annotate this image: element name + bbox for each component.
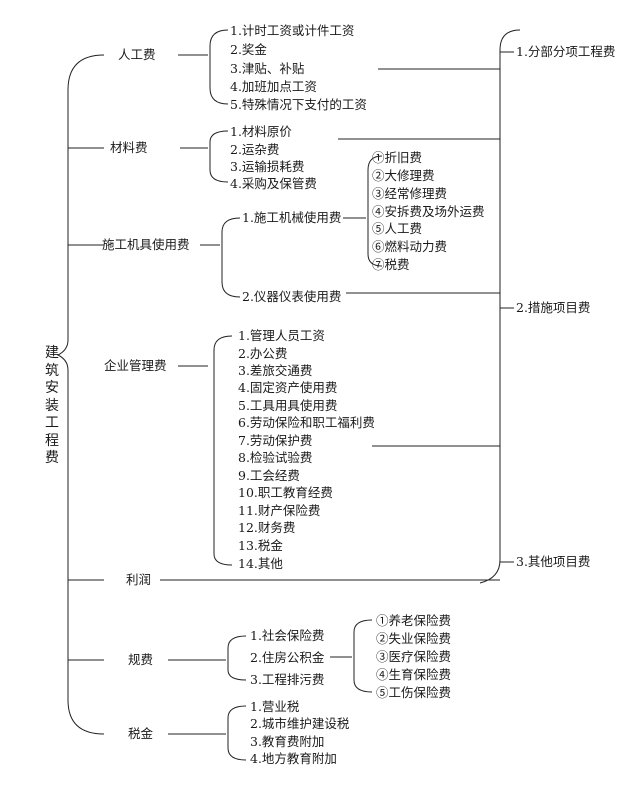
category-labor: 人工费 (118, 47, 156, 62)
root-label: 建筑安装工程费 (45, 345, 59, 466)
category-machinery: 施工机具使用费 (102, 237, 190, 252)
tax-item: 2.城市维护建设税 (250, 716, 350, 731)
right-item-other: 3.其他项目费 (516, 554, 591, 569)
labor-item: 4.加班加点工资 (230, 79, 317, 94)
right-item-measures: 2.措施项目费 (516, 300, 591, 315)
machine-sub-item: ④安拆费及场外运费 (372, 204, 485, 219)
management-item: 1.管理人员工资 (238, 328, 325, 343)
tax-item: 1.营业税 (250, 699, 300, 714)
machinery-item: 2.仪器仪表使用费 (242, 289, 342, 304)
insurance-sub-item: ②失业保险费 (376, 631, 452, 646)
machinery-item: 1.施工机械使用费 (242, 210, 342, 225)
machine-sub-item: ③经常修理费 (372, 186, 448, 201)
management-item: 2.办公费 (238, 346, 288, 361)
category-tax: 税金 (128, 726, 154, 741)
material-item: 4.采购及保管费 (230, 176, 317, 191)
labor-item: 5.特殊情况下支付的工资 (230, 97, 367, 112)
main-brace (56, 54, 105, 735)
category-management: 企业管理费 (104, 358, 167, 373)
material-item: 1.材料原价 (230, 124, 292, 139)
management-item: 8.检验试验费 (238, 450, 313, 465)
machine-sub-item: ⑤人工费 (372, 221, 423, 236)
tax-item: 3.教育费附加 (250, 734, 325, 749)
management-item: 12.财务费 (238, 520, 296, 535)
management-item: 6.劳动保险和职工福利费 (238, 415, 375, 430)
machine-sub-item: ①折旧费 (372, 150, 423, 165)
fee-item: 3.工程排污费 (250, 672, 325, 687)
management-item: 11.财产保险费 (238, 503, 321, 518)
labor-item: 1.计时工资或计件工资 (230, 23, 355, 38)
labor-item: 2.奖金 (230, 42, 267, 57)
management-item: 3.差旅交通费 (238, 363, 313, 378)
management-item: 7.劳动保护费 (238, 433, 313, 448)
fee-item: 2.住房公积金 (250, 650, 325, 665)
management-item: 13.税金 (238, 538, 283, 553)
management-item: 14.其他 (238, 556, 283, 571)
management-item: 10.职工教育经费 (238, 485, 333, 500)
right-brace (479, 29, 521, 584)
management-item: 5.工具用具使用费 (238, 398, 338, 413)
machine-sub-item: ⑦税费 (372, 257, 410, 272)
category-profit: 利润 (126, 572, 152, 587)
machine-sub-item: ②大修理费 (372, 168, 435, 183)
material-item: 3.运输损耗费 (230, 159, 305, 174)
tax-item: 4.地方教育附加 (250, 751, 337, 766)
insurance-sub-item: ③医疗保险费 (376, 649, 452, 664)
insurance-sub-item: ④生育保险费 (376, 667, 452, 682)
labor-item: 3.津贴、补贴 (230, 61, 305, 76)
insurance-sub-item: ①养老保险费 (376, 613, 452, 628)
category-fees: 规费 (128, 652, 154, 667)
fee-item: 1.社会保险费 (250, 628, 325, 643)
machine-sub-item: ⑥燃料动力费 (372, 239, 448, 254)
management-item: 9.工会经费 (238, 468, 300, 483)
category-material: 材料费 (110, 140, 148, 155)
right-item-section-works: 1.分部分项工程费 (516, 44, 616, 59)
material-item: 2.运杂费 (230, 142, 280, 157)
insurance-sub-item: ⑤工伤保险费 (376, 685, 452, 700)
management-item: 4.固定资产使用费 (238, 380, 338, 395)
